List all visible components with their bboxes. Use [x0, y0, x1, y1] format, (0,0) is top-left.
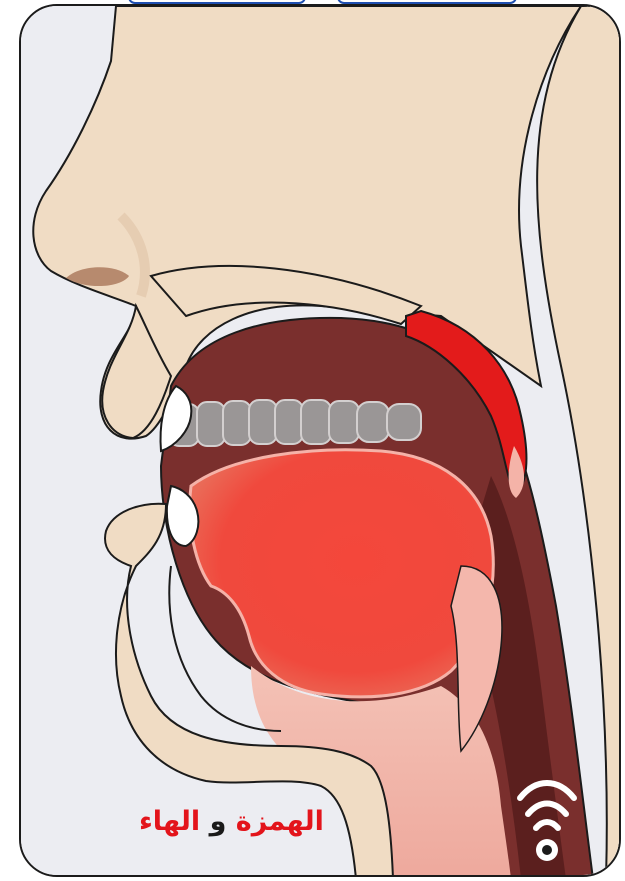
diagram-card: الهمزة و الهاء [19, 4, 621, 877]
caption-part-hamza: الهمزة [236, 806, 324, 837]
caption-connector: و [210, 806, 227, 837]
caption: الهمزة و الهاء [139, 806, 324, 837]
caption-part-haa: الهاء [139, 806, 200, 837]
upper-teeth [169, 400, 421, 446]
sound-waves-icon[interactable] [514, 768, 580, 868]
mouth-anatomy-diagram [21, 6, 621, 877]
